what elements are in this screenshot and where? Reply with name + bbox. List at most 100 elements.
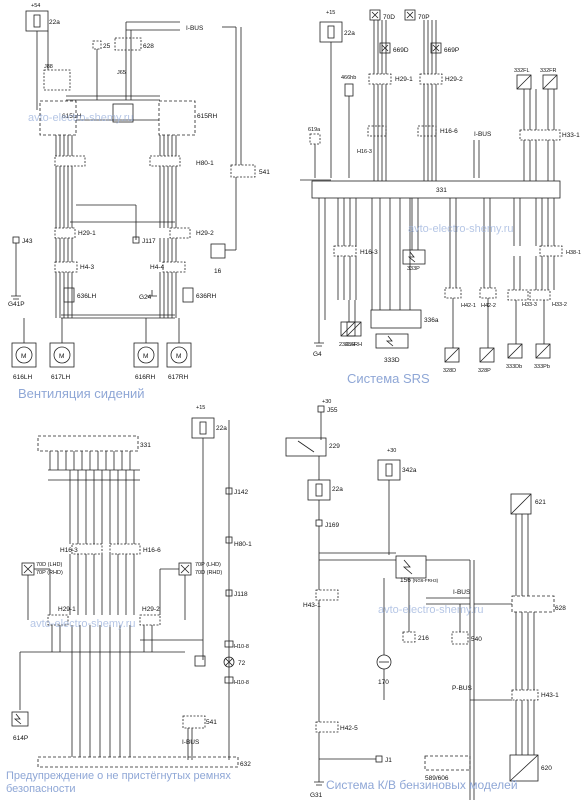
caption-ac-system: Система К/В бензиновых моделей [326,778,518,792]
relay-icon [402,559,413,575]
q4-j169-label: J169 [325,522,339,529]
q2-h16-3b-label: H16-3 [360,249,378,256]
q2-h33-3-label: H33-3 [522,302,537,308]
motor-icon [170,346,188,364]
watermark-top-right: avto-electro-shemy.ru [408,223,514,235]
q4-j55-label: J55 [327,407,338,414]
q2-70d-label: 70D [383,14,395,21]
q3-fuse-supply-label: +15 [196,405,205,411]
svg-text:M: M [176,353,181,360]
q2-h29-1-label: H29-1 [395,76,413,83]
watermark-top-left: avto-electro-shemy.ru [28,112,134,124]
q2-466-connector [344,83,354,97]
fuse-icon [315,483,323,497]
q2-h16-6-label: H16-6 [440,128,458,135]
q3-h29-1-label: H29-1 [58,606,76,613]
q4-216-label: 216 [418,635,429,642]
q1-ibus-label: I-BUS [186,25,204,32]
caption-seatbelt-warning: Предупреждение о не пристёгнутых ремнях … [6,770,231,795]
caption-seat-ventilation: Вентиляция сидений [18,386,145,401]
q1-h29-2-label: H29-2 [196,230,214,237]
svg-text:M: M [21,353,26,360]
q3-72-indicator [194,655,206,667]
lightning-icon [407,251,416,263]
q4-342a-label: 342a [402,467,417,474]
label-328d: 328D [443,368,456,374]
q2-fuse-supply-label: +15 [326,10,335,16]
q1-628-label: 628 [143,43,154,50]
q4-589-module [424,755,471,771]
q2-h33-1-label: H33-1 [562,132,580,139]
q1-h4-4-label: H4-4 [150,264,164,271]
q1-fuse25-label: 25 [103,43,111,50]
fuse-icon [33,14,41,28]
q4-j1-label: J1 [385,757,392,764]
airbag-box-70p [404,9,416,21]
sensor-icon [510,493,532,515]
q4-fuse2-supply-label: +30 [387,448,396,454]
q2-h29-2-label: H29-2 [445,76,463,83]
q4-h43-1-label: H43-1 [303,602,321,609]
q3-j142-label: J142 [234,489,248,496]
q1-16-connector [210,243,226,259]
q1-module-right-label: 615RH [197,113,218,120]
q3-70d-right-label: 70D (RHD) [195,570,222,576]
watermark-bottom-right: avto-electro-shemy.ru [378,604,484,616]
q4-fuse-label: 22a [332,486,343,493]
q3-72-label: 72 [238,660,246,667]
q3-fuse-box [191,417,215,439]
q3-614p-label: 614P [13,735,28,742]
q4-628-label: 628 [555,605,566,612]
q3-h16-3-label: H16-3 [60,547,78,554]
q3-70d-label: 70D (LHD) [36,562,62,568]
q2-fuse-box [319,21,343,43]
heater-icon [63,287,75,303]
q4-621-sensor [510,493,532,515]
cross-icon [381,44,389,52]
component-236rh [346,321,362,337]
q4-fuse-box [307,479,331,501]
q4-229-relay [285,437,327,457]
q4-589-label: 589/606 [425,775,449,782]
motor-617rh-label: 617RH [168,374,189,381]
q2-g4-label: G4 [313,351,322,358]
label-328p: 328P [478,368,491,374]
q1-j65-label: J65 [117,70,126,76]
svg-text:M: M [143,353,148,360]
relay-icon [297,440,315,453]
q1-636rh-label: 636RH [196,293,217,300]
cross-icon [406,11,414,19]
q4-156-module [395,555,427,579]
q3-module-632 [37,756,239,768]
q2-336a-connector [370,309,422,329]
motor-617lh-label: 617LH [51,374,70,381]
motor-617rh [166,342,192,368]
airbag-box-669d [379,42,391,54]
cross-icon [371,11,379,19]
motor-616rh-label: 616RH [135,374,156,381]
q4-ibus-label: I-BUS [453,589,471,596]
seatbelt-warning-diagram: 331 H16-3 H16-6 70D (LHD) 70P (RHD) 70P … [11,405,252,768]
label-236rh: 236RH [345,342,362,348]
sensor-icon [509,754,539,782]
q3-h10-8a-label: H10-8 [234,644,249,650]
q1-h80-label: H80-1 [196,160,214,167]
q2-336a-label: 336a [424,317,439,324]
q4-621-label: 621 [535,499,546,506]
svg-text:M: M [59,353,64,360]
q2-h16-3-label: H16-3 [357,149,372,155]
motor-icon [137,346,155,364]
q3-h80-label: H80-1 [234,541,252,548]
q2-669d-label: 669D [393,47,409,54]
label-333db: 333Db [506,364,522,370]
q3-70p-label: 70P (RHD) [36,570,63,576]
q4-620-label: 620 [541,765,552,772]
fuse-icon [327,25,335,39]
q2-333d-label: 333D [384,357,400,364]
seat-module-right [158,100,196,136]
component-333db [507,343,523,359]
q4-h42-5-label: H42-5 [340,725,358,732]
q1-g41p-label: G41P [8,301,25,308]
caption-srs: Система SRS [347,371,430,386]
